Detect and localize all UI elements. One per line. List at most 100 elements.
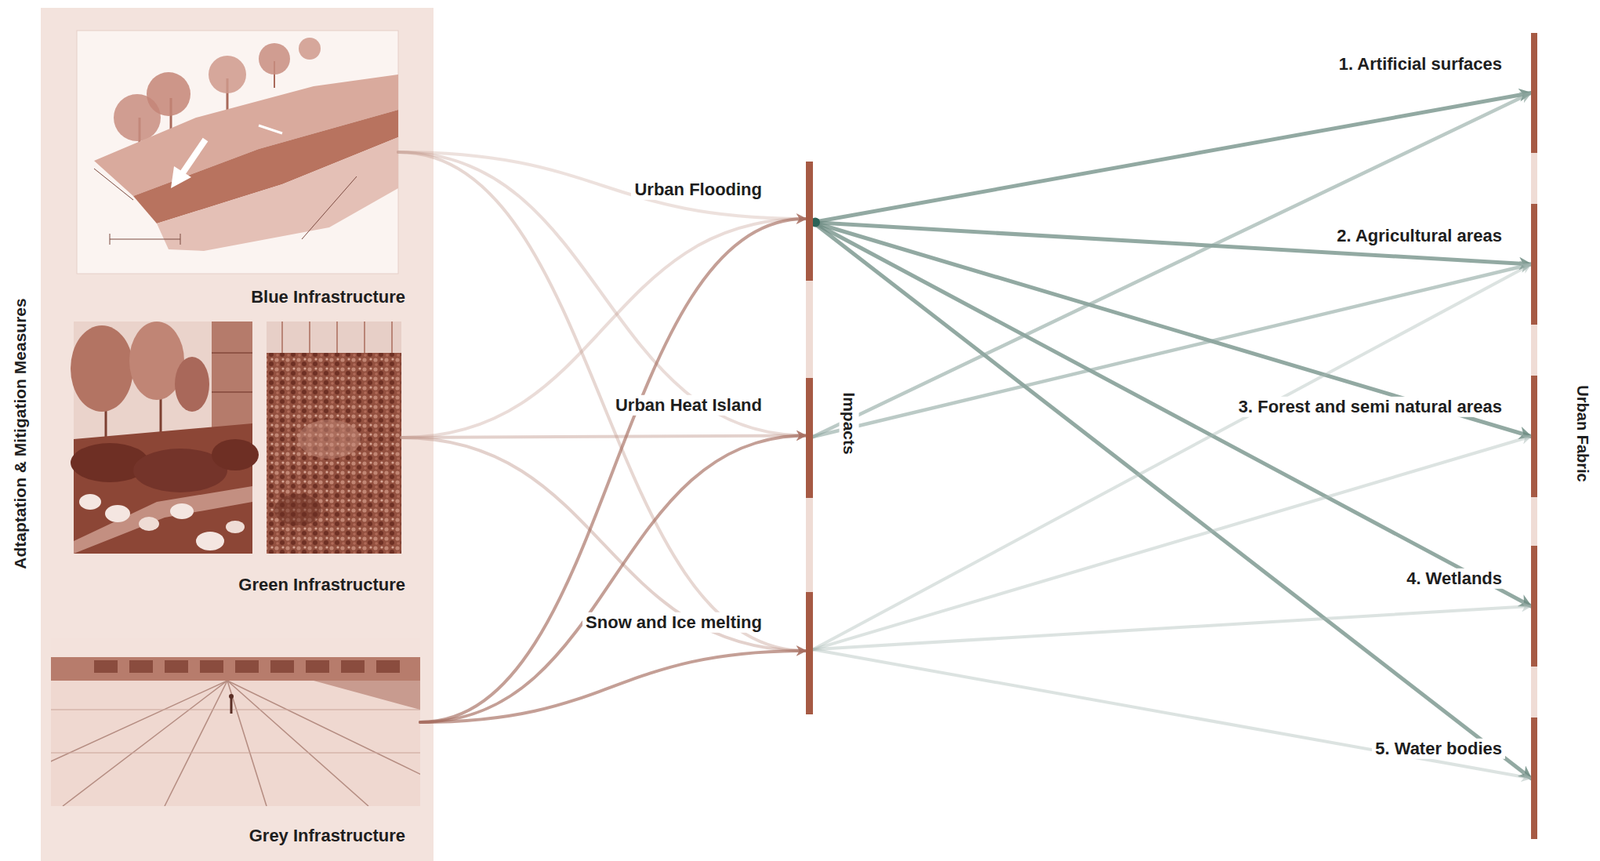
swale-sketch xyxy=(76,30,399,274)
flow-line xyxy=(812,649,1532,778)
flow-line xyxy=(812,93,1532,437)
swale-sketch-part xyxy=(208,55,247,94)
garden-photo-part xyxy=(70,325,134,412)
garden-photo-part xyxy=(138,516,160,531)
flow-line xyxy=(812,222,1532,779)
garden-photo-part xyxy=(308,321,311,353)
garden-photo xyxy=(70,321,402,554)
null-part-part xyxy=(50,752,421,754)
swale-sketch-part xyxy=(181,139,206,175)
roof-photo-part xyxy=(305,660,330,673)
node-label: Green Infrastructure xyxy=(235,574,409,596)
roof-photo xyxy=(0,638,487,806)
swale-sketch-part xyxy=(258,125,283,134)
roof-photo-part xyxy=(129,660,153,673)
label-holder: Urban Flooding xyxy=(631,189,766,211)
swale-sketch-part xyxy=(301,176,357,240)
axis-title: Impacts xyxy=(838,388,859,458)
impact-segment: Urban Heat Island xyxy=(805,377,813,498)
garden-photo-part xyxy=(391,321,393,353)
node-label: 5. Water bodies xyxy=(1371,738,1506,759)
flow-line xyxy=(812,436,1532,650)
garden-photo-part xyxy=(211,439,259,471)
garden-photo-part xyxy=(363,321,366,353)
flow-curve xyxy=(420,218,806,722)
flow-curve xyxy=(401,435,806,438)
impact-segment: Snow and Ice melting xyxy=(805,591,813,715)
roof-photo-part xyxy=(50,656,421,681)
null-part-part xyxy=(50,680,228,806)
roof-photo-part xyxy=(235,660,259,673)
panel-ground-part xyxy=(40,7,434,861)
impact-segment: Urban Flooding xyxy=(805,161,813,281)
swale-sketch-part xyxy=(94,168,134,200)
roof-photo-part xyxy=(94,660,118,673)
impacts-bar: ImpactsUrban FloodingUrban Heat IslandSn… xyxy=(805,161,813,715)
label-holder: Blue Infrastructure xyxy=(247,297,409,318)
axis-title: Adtaptation & Mitigation Measures xyxy=(10,294,30,572)
flow-curve xyxy=(401,218,806,438)
label-holder: 4. Wetlands xyxy=(1403,578,1506,599)
garden-photo-part xyxy=(105,504,131,523)
label-holder: Urban Heat Island xyxy=(612,405,766,426)
swale-sketch-part xyxy=(146,72,191,117)
label-holder: Green Infrastructure xyxy=(235,584,409,606)
node-label: 2. Agricultural areas xyxy=(1333,225,1506,247)
garden-photo-part xyxy=(174,356,210,412)
roof-photo-part xyxy=(50,638,421,657)
swale-sketch-part xyxy=(109,233,111,245)
swale-sketch-part xyxy=(109,239,181,240)
garden-photo-part xyxy=(195,531,225,551)
flow-curve xyxy=(420,650,806,722)
flow-line xyxy=(812,264,1532,437)
null-part-part xyxy=(164,680,228,806)
node-label: Grey Infrastructure xyxy=(246,825,409,846)
roof-photo-part xyxy=(270,660,294,673)
garden-photo-part xyxy=(211,391,253,393)
node-label: Blue Infrastructure xyxy=(247,286,409,308)
swale-sketch-part xyxy=(76,30,399,274)
null-part-part xyxy=(227,680,421,806)
swale-sketch-part xyxy=(156,137,399,251)
flow-line xyxy=(812,222,1532,606)
label-holder: Snow and Ice melting xyxy=(582,622,766,643)
roof-photo-part xyxy=(164,660,189,673)
swale-sketch-part xyxy=(298,37,321,60)
label-holder: 3. Forest and semi natural areas xyxy=(1235,406,1506,428)
garden-photo-part xyxy=(225,520,245,534)
infrastructure-image: Green Infrastructure xyxy=(73,321,402,554)
roof-photo-part xyxy=(341,660,365,673)
garden-photo-part xyxy=(170,503,194,519)
null-part-part xyxy=(50,709,421,711)
roof-photo-part xyxy=(199,660,224,673)
null-part-part xyxy=(62,680,228,806)
measures-panel: Adtaptation & Mitigation MeasuresBlue In… xyxy=(40,7,434,861)
garden-photo-part xyxy=(73,486,253,554)
roof-photo-part xyxy=(376,660,400,673)
garden-photo-part xyxy=(211,351,253,354)
node-label: Urban Heat Island xyxy=(612,395,766,416)
null-part-part xyxy=(227,680,369,806)
panel-ground xyxy=(40,7,434,861)
garden-photo-part xyxy=(297,419,361,459)
node-label: 3. Forest and semi natural areas xyxy=(1235,396,1506,418)
flow-line xyxy=(812,264,1532,650)
roof-photo-part xyxy=(228,693,234,699)
garden-photo-part xyxy=(266,321,402,554)
roof-photo-part xyxy=(50,680,421,806)
swale-sketch-part xyxy=(258,43,291,75)
flow-curve xyxy=(401,437,806,651)
garden-photo-part xyxy=(79,493,102,510)
garden-photo-part xyxy=(281,321,283,353)
land-cover-segment: 3. Forest and semi natural areas xyxy=(1531,375,1538,498)
flow-curve xyxy=(398,152,806,651)
label-holder: 5. Water bodies xyxy=(1371,748,1506,770)
roof-photo-part xyxy=(230,697,233,714)
infrastructure-image: Blue Infrastructure xyxy=(76,30,399,274)
null-part-part xyxy=(227,680,267,806)
garden-photo-part xyxy=(266,321,402,353)
roof-photo-part xyxy=(50,638,421,806)
flow-curve xyxy=(420,435,806,722)
garden-photo-part xyxy=(274,493,322,526)
